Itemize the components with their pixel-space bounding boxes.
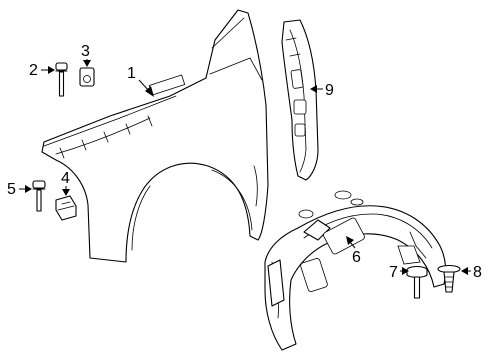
callout-6-label: 6 [352,249,361,266]
callout-5: 5 [7,181,32,198]
callout-2: 2 [29,62,55,79]
callout-7: 7 [389,264,409,281]
push-clip-part-8 [437,264,461,293]
callout-6: 6 [346,236,361,266]
callout-9-label: 9 [325,82,334,99]
callout-4-label: 4 [61,170,70,187]
callout-5-label: 5 [7,181,16,198]
callout-8-label: 8 [473,264,482,281]
bolt-part-2 [55,62,68,97]
bolt-part-7 [406,265,428,299]
clip-nut-part-3 [79,67,95,87]
callout-3: 3 [81,43,91,67]
wheel-liner-part-6 [264,190,447,351]
insulator-part-9 [281,19,319,181]
fender-part-1 [41,9,269,263]
callout-9: 9 [310,82,334,99]
callout-8: 8 [461,264,482,281]
bracket-part-4 [55,195,77,221]
callout-2-label: 2 [29,62,38,79]
callout-1-label: 1 [127,65,136,82]
callout-4: 4 [61,170,70,196]
callout-7-label: 7 [389,264,398,281]
callout-3-label: 3 [81,43,90,60]
callout-1: 1 [127,65,154,97]
bolt-part-5 [32,180,46,212]
